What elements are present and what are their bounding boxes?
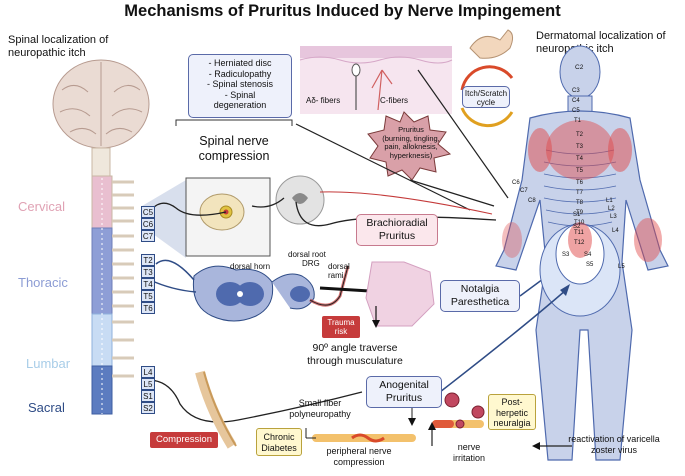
notalgia-line-2: Paresthetica [450, 296, 510, 308]
itch-cycle-line-2: cycle [476, 98, 496, 107]
anogenital-line-2: Pruritus [385, 392, 423, 404]
varicella-line-1: reactivation of varicella [568, 434, 660, 444]
post-herpetic-neuralgia-box: Post- herpetic neuralgia [488, 394, 536, 430]
dorsal-root-label: dorsal root [288, 250, 326, 259]
segment-t2: T2 [141, 254, 155, 266]
varicella-label: reactivation of varicella zoster virus [558, 434, 670, 455]
c-fibers-label: C-fibers [380, 96, 409, 105]
notalgia-paresthetica-box: Notalgia Paresthetica [440, 280, 520, 312]
spinal-nerve-compression-label: Spinal nerve compression [184, 134, 284, 164]
cause-radiculopathy: - Radiculopathy [208, 68, 272, 79]
peripheral-line-1: peripheral nerve [326, 446, 392, 456]
angle-traverse-label: 90º angle traverse through musculature [296, 342, 414, 368]
chronic-diabetes-box: Chronic Diabetes [256, 428, 302, 456]
hand-illustration [469, 29, 514, 59]
cause-degeneration: degeneration [213, 100, 267, 110]
drg-label: DRG [302, 259, 320, 268]
nerve-irritation-line-1: nerve [457, 442, 481, 452]
small-fiber-line-1: Small fiber [298, 398, 342, 408]
cause-spinal-stenosis: - Spinal stenosis [206, 79, 274, 89]
right-heading-line-1: Dermatomal localization of [536, 30, 666, 42]
pruritus-line-4: hyperknesis) [389, 150, 433, 160]
region-cervical: Cervical [18, 199, 65, 214]
skin-illustration [299, 46, 453, 114]
segment-c5: C5 [141, 206, 155, 218]
trauma-line-1: Trauma [327, 318, 355, 327]
brachioradial-line-1: Brachioradial [366, 217, 428, 229]
spinal-compression-line-1: Spinal nerve [199, 134, 269, 148]
brachioradial-pruritus-box: Brachioradial Pruritus [356, 214, 438, 246]
chronic-diabetes-line-1: Chronic [263, 432, 295, 442]
spinal-compression-line-2: compression [198, 149, 270, 163]
dorsal-rami-line-2: rami [328, 271, 344, 280]
causes-box: - Herniated disc - Radiculopathy - Spina… [188, 54, 292, 118]
pruritus-burst-text: Pruritus (burning, tingling, pain, allok… [376, 125, 446, 160]
dorsal-rami-label: dorsal rami [328, 262, 350, 280]
left-heading-line-2: neuropathic itch [8, 47, 86, 59]
brachioradial-line-2: Pruritus [378, 230, 416, 242]
body-illustration [495, 45, 669, 461]
itch-cycle-line-1: Itch/Scratch [464, 89, 508, 98]
segment-t6: T6 [141, 302, 155, 314]
anogenital-line-1: Anogenital [379, 379, 429, 391]
dorsal-rami-line-1: dorsal [328, 262, 350, 271]
region-thoracic: Thoracic [18, 275, 68, 290]
segment-c6: C6 [141, 218, 155, 230]
left-heading: Spinal localization of neuropathic itch [8, 34, 108, 60]
trauma-line-2: risk [334, 327, 348, 336]
cause-spinal: - Spinal [224, 89, 256, 100]
segment-l5: L5 [141, 378, 155, 390]
thoracic-cross-section [149, 259, 350, 322]
a-delta-fibers-label: Aδ- fibers [306, 96, 341, 105]
varicella-line-2: zoster virus [590, 444, 637, 455]
virus-icons [444, 392, 485, 429]
itch-cycle-arrows [460, 65, 514, 128]
chronic-diabetes-line-2: Diabetes [261, 442, 297, 453]
segment-s2: S2 [141, 402, 155, 414]
angle-line-2: through musculature [307, 355, 403, 367]
muscle-tissue [365, 261, 435, 327]
segment-t5: T5 [141, 290, 155, 302]
region-lumbar: Lumbar [26, 356, 71, 371]
cause-herniated-disc: - Herniated disc [208, 58, 272, 68]
dorsal-horn-label: dorsal horn [230, 262, 271, 271]
segment-s1: S1 [141, 390, 155, 402]
vertebrae [112, 180, 134, 378]
compression-badge: Compression [150, 432, 218, 448]
nerve-irritation-line-2: irritation [452, 452, 485, 463]
peripheral-compression-label: peripheral nerve compression [314, 446, 404, 467]
small-fiber-label: Small fiber polyneuropathy [284, 398, 356, 419]
peripheral-line-2: compression [333, 456, 385, 467]
post-herpetic-line-2: herpetic [495, 407, 529, 418]
page-title: Mechanisms of Pruritus Induced by Nerve … [124, 2, 561, 20]
segment-c7: C7 [141, 230, 155, 242]
region-sacral: Sacral [28, 400, 65, 415]
pruritus-line-2: (burning, tingling, [382, 133, 440, 143]
pruritus-line-1: Pruritus [398, 125, 424, 134]
left-heading-line-1: Spinal localization of [8, 34, 109, 46]
post-herpetic-line-3: neuralgia [493, 418, 531, 428]
segment-l4: L4 [141, 366, 155, 378]
post-herpetic-line-1: Post- [501, 397, 523, 407]
nerve-irritation-label: nerve irritation [444, 442, 494, 463]
anogenital-pruritus-box: Anogenital Pruritus [366, 376, 442, 408]
brain-illustration [52, 59, 150, 149]
segment-t4: T4 [141, 278, 155, 290]
notalgia-line-1: Notalgia [460, 283, 500, 295]
trauma-risk-badge: Trauma risk [322, 316, 360, 338]
itch-scratch-cycle-box: Itch/Scratch cycle [462, 86, 510, 108]
spinal-cord [91, 147, 113, 415]
segment-t3: T3 [141, 266, 155, 278]
pruritus-line-3: pain, alloknesis, [384, 142, 438, 152]
angle-line-1: 90º angle traverse [312, 342, 398, 354]
small-fiber-line-2: polyneuropathy [289, 408, 351, 419]
